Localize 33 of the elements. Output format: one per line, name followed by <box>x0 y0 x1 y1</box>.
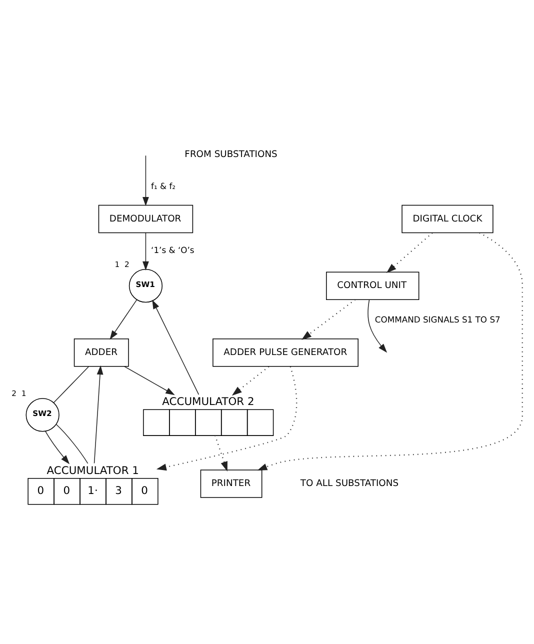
connector <box>53 366 90 403</box>
node-box: DEMODULATOR <box>98 204 194 233</box>
arrow <box>110 298 138 340</box>
edge-label: ‘1’s & ‘O’s <box>151 244 194 255</box>
arrow <box>156 366 298 470</box>
arrow <box>232 366 270 396</box>
connector <box>56 424 88 464</box>
arrow <box>214 434 228 471</box>
edge-label: COMMAND SIGNALS S1 TO S7 <box>374 314 500 324</box>
node-label: ACCUMULATOR 1 <box>46 463 139 476</box>
arrow <box>94 364 104 464</box>
arrow <box>152 299 200 394</box>
arrow <box>386 232 433 272</box>
node-circle: SW1 <box>128 268 163 302</box>
arrow <box>142 232 149 270</box>
node-label: 1 2 <box>114 260 130 269</box>
arrow <box>368 298 388 352</box>
arrow <box>302 298 356 340</box>
edge-label: f₁ & f₂ <box>151 180 176 191</box>
arrow <box>142 154 149 206</box>
node-box: PRINTER <box>200 469 262 498</box>
node-box: CONTROL UNIT <box>326 271 420 300</box>
node-box: ADDER <box>74 338 129 366</box>
label: FROM SUBSTATIONS <box>184 148 278 160</box>
node-label: ACCUMULATOR 2 <box>162 394 254 408</box>
arrow <box>124 366 175 395</box>
arrow <box>257 232 523 470</box>
node-label: 2 1 <box>12 388 26 398</box>
node-box: DIGITAL CLOCK <box>402 204 494 233</box>
node-circle: SW2 <box>26 398 60 432</box>
arrow <box>45 430 70 464</box>
label: TO ALL SUBSTATIONS <box>300 478 399 489</box>
node-box: ADDER PULSE GENERATOR <box>212 338 358 366</box>
